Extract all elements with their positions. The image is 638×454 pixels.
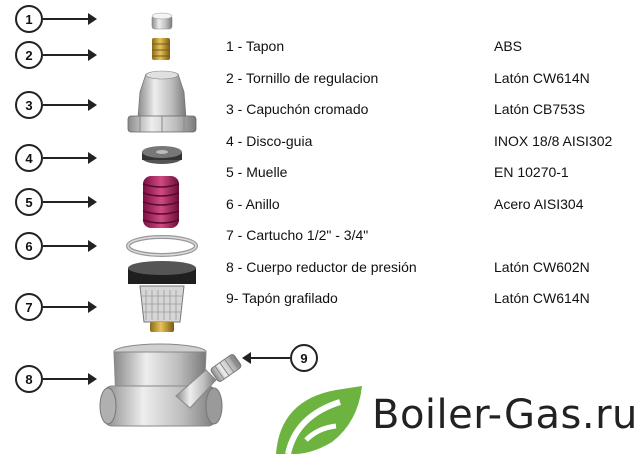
part-ring-illustration [126,235,198,257]
part-material: Latón CW614N [494,69,590,86]
part-name: 5 - Muelle [226,164,288,180]
part-name: 4 - Disco-guia [226,132,313,149]
callout-arrow-7 [43,301,97,313]
part-name: 2 - Tornillo de regulacion [226,69,379,86]
callout-arrow-2 [43,49,97,61]
part-material: Latón CW614N [494,290,590,306]
part-name: 8 - Cuerpo reductor de presión [226,258,417,275]
callout-arrow-4 [43,152,97,164]
part-material: INOX 18/8 AISI302 [494,132,613,149]
part-material: ABS [494,38,523,54]
part-name: 3 - Capuchón cromado [226,101,369,117]
part-material: Latón CW602N [494,258,590,275]
part-reducer-body-illustration [99,343,223,427]
callout-arrow-9 [242,352,290,364]
leaf-logo-icon [276,386,362,454]
part-material: EN 10270-1 [494,164,569,180]
watermark-text: Boiler-Gas.ru [372,392,638,438]
part-cap-illustration [151,12,173,30]
callout-1: 1 [15,5,43,33]
callout-3: 3 [15,91,43,119]
callout-arrow-6 [43,240,97,252]
part-material: Latón CB753S [494,101,586,117]
callout-2: 2 [15,41,43,69]
watermark-logo: Boiler-Gas.ru [266,382,638,454]
part-name: 9- Tapón grafilado [226,290,338,306]
part-chrome-cap-illustration [127,70,197,133]
callout-5: 5 [15,188,43,216]
callout-arrow-3 [43,99,97,111]
callout-arrow-1 [43,13,97,25]
part-screw-illustration [152,38,170,60]
part-name: 7 - Cartucho 1/2" - 3/4" [226,227,369,243]
callout-9: 9 [290,344,318,372]
part-cartridge-illustration [128,261,196,332]
callout-8: 8 [15,365,43,393]
callout-4: 4 [15,144,43,172]
callout-6: 6 [15,232,43,260]
part-name: 6 - Anillo [226,195,280,212]
part-guide-disc-illustration [142,146,182,164]
callout-arrow-8 [43,373,97,385]
part-spring-illustration [142,176,180,228]
part-plug-illustration [210,354,242,382]
part-material: Acero AISI304 [494,195,584,212]
callout-arrow-5 [43,196,97,208]
part-name: 1 - Tapon [226,38,285,54]
callout-7: 7 [15,293,43,321]
